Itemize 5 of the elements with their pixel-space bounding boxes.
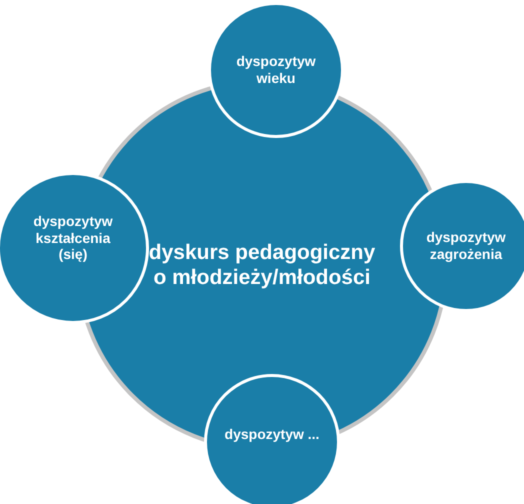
node-label: dyspozytyw wieku bbox=[235, 53, 317, 87]
node-label: dyspozytyw kształcenia (się) bbox=[32, 212, 114, 264]
node-label: dyskurs pedagogiczny o młodzieży/młodości bbox=[148, 240, 376, 290]
node-label: dyspozytyw zagrożenia bbox=[425, 229, 507, 263]
node-label: dyspozytyw ... bbox=[224, 426, 320, 442]
